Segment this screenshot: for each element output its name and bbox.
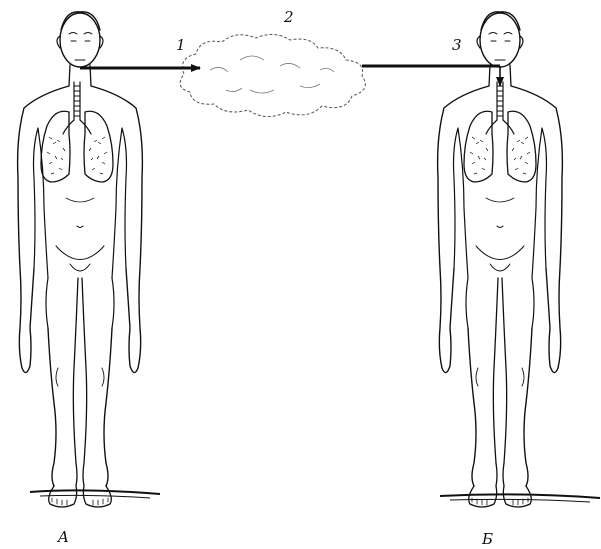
marker-2-label: 2 [283, 8, 294, 26]
cloud-icon [180, 34, 365, 116]
ground-shadow-right [440, 494, 600, 502]
marker-3-label: 3 [452, 36, 462, 54]
lungs-icon [41, 82, 113, 182]
person-a-label: A [56, 528, 69, 546]
marker-1-label: 1 [176, 36, 186, 54]
lungs-icon [464, 82, 536, 182]
person-b-label: Б [481, 530, 493, 548]
